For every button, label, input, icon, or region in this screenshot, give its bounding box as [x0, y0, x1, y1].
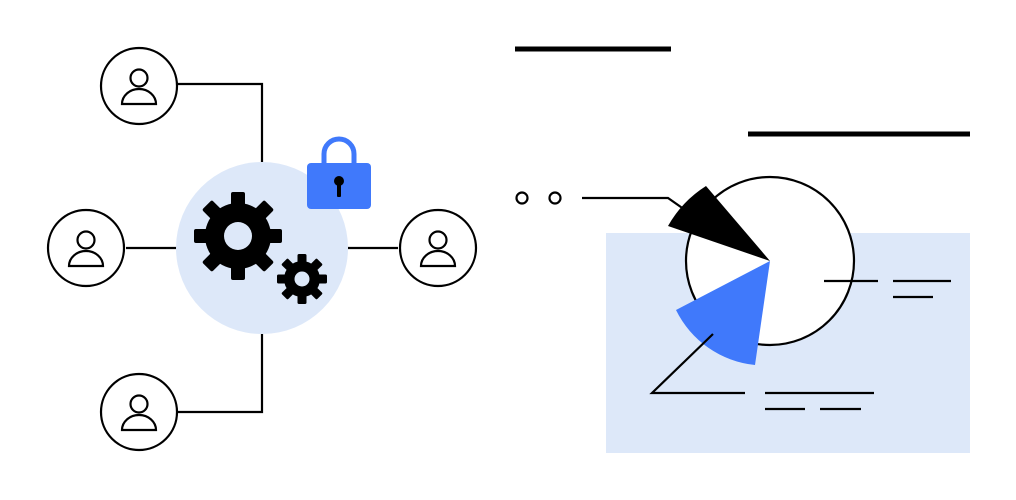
user-icon — [419, 230, 457, 268]
leader-line-bottom — [649, 333, 745, 395]
dot-1 — [515, 191, 529, 205]
dots-decoration — [515, 191, 562, 205]
connector-top — [178, 82, 264, 162]
user-node-left — [46, 208, 126, 288]
leader-line-top — [582, 196, 689, 213]
user-icon — [120, 394, 158, 432]
user-node-right — [398, 208, 478, 288]
large-gear-icon — [194, 192, 282, 280]
pie-slice-blue — [676, 261, 770, 365]
pie-slice-black — [668, 186, 770, 261]
legend-lines-bottom — [765, 391, 874, 411]
connector-bottom — [178, 334, 264, 414]
user-icon — [120, 68, 158, 106]
user-icon — [67, 230, 105, 268]
padlock-icon — [307, 136, 371, 209]
user-node-bottom — [99, 372, 179, 452]
legend-lines-right — [824, 279, 951, 299]
connector-lines — [126, 82, 398, 414]
gears-icon — [194, 192, 327, 304]
user-node-top — [99, 46, 179, 126]
dot-2 — [548, 191, 562, 205]
pie-chart-icon — [668, 175, 856, 365]
small-gear-icon — [277, 254, 327, 304]
